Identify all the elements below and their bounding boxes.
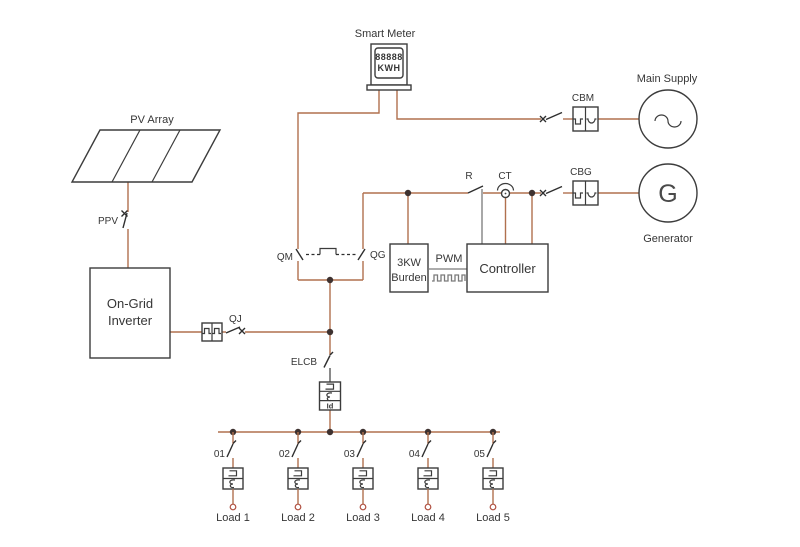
ppv-label: PPV xyxy=(98,216,118,227)
burden-line1: 3KW xyxy=(397,257,421,269)
cbg-switch xyxy=(539,185,563,197)
qm-label: QM xyxy=(277,252,293,263)
cbg-label: CBG xyxy=(570,167,592,178)
load3-breaker-label: 03 xyxy=(344,449,356,460)
cbm-label: CBM xyxy=(572,93,594,104)
load-branch-3: 03 Load 3 xyxy=(344,432,380,524)
pv-array: PV Array xyxy=(70,114,222,183)
qg-label: QG xyxy=(370,250,386,261)
pv-array-label: PV Array xyxy=(130,114,174,126)
cbg-breaker: CBG xyxy=(570,167,599,206)
qg-switch: QG xyxy=(357,248,386,261)
inverter-line1: On-Grid xyxy=(107,296,153,311)
load-branch-4: 04 Load 4 xyxy=(409,432,445,524)
smart-meter: Smart Meter 88888 KWH xyxy=(355,28,416,91)
load3-label: Load 3 xyxy=(346,512,380,524)
ct-sensor: CT xyxy=(496,171,515,199)
inverter-box: On-Grid Inverter xyxy=(89,267,171,359)
pwm-label: PWM xyxy=(436,253,463,265)
meter-reading: 88888 xyxy=(375,52,403,62)
controller-box: Controller xyxy=(466,243,549,293)
cbm-breaker: CBM xyxy=(572,93,599,132)
burden-line2: Burden xyxy=(391,272,426,284)
smart-meter-label: Smart Meter xyxy=(355,28,416,40)
generator-symbol: G xyxy=(658,180,677,208)
load2-label: Load 2 xyxy=(281,512,315,524)
interlock-bar xyxy=(306,247,356,256)
pwm-signal: PWM xyxy=(428,253,467,282)
ct-label: CT xyxy=(498,171,511,182)
load5-breaker-label: 05 xyxy=(474,449,486,460)
generator-source: G Generator xyxy=(638,163,698,245)
ac-sine-icon xyxy=(654,114,682,128)
ppv-switch: PPV xyxy=(98,210,128,229)
load4-breaker-label: 04 xyxy=(409,449,421,460)
qm-switch: QM xyxy=(277,248,304,263)
burden-box: 3KW Burden xyxy=(389,243,429,293)
qj-label: QJ xyxy=(229,314,242,325)
junction-nodes xyxy=(229,189,536,436)
cbm-switch xyxy=(539,111,563,123)
controller-label: Controller xyxy=(479,261,536,276)
main-supply-label: Main Supply xyxy=(637,73,698,85)
inverter-line2: Inverter xyxy=(108,313,153,328)
elcb-id-label: Id xyxy=(327,402,334,411)
load4-label: Load 4 xyxy=(411,512,445,524)
load5-label: Load 5 xyxy=(476,512,510,524)
load-branch-5: 05 Load 5 xyxy=(474,432,510,524)
qj-breaker: QJ xyxy=(201,314,246,342)
meter-units: KWH xyxy=(378,63,401,73)
wires xyxy=(127,89,639,433)
load-branch-2: 02 Load 2 xyxy=(279,432,315,524)
elcb: ELCB Id xyxy=(291,351,342,411)
square-wave-icon xyxy=(432,274,466,282)
load-branch-1: 01 Load 1 xyxy=(214,432,250,524)
load1-label: Load 1 xyxy=(216,512,250,524)
load1-breaker-label: 01 xyxy=(214,449,226,460)
load2-breaker-label: 02 xyxy=(279,449,291,460)
elcb-label: ELCB xyxy=(291,357,317,368)
main-supply-source: Main Supply xyxy=(637,73,698,149)
relay-label: R xyxy=(465,171,472,182)
generator-label: Generator xyxy=(643,233,693,245)
r-relay-switch: R xyxy=(465,171,484,244)
